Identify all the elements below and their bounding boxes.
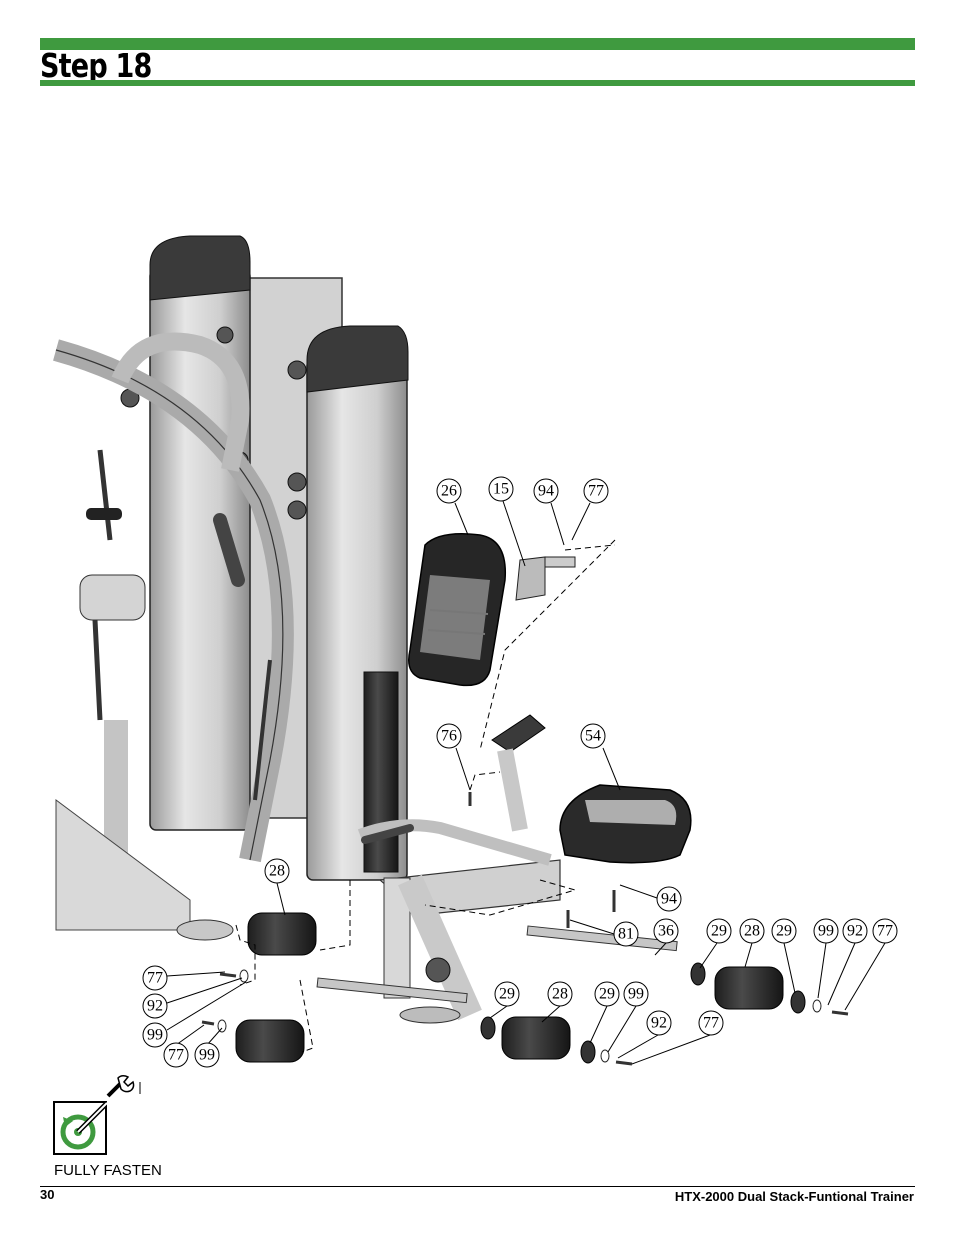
callout-36: 36 <box>653 918 679 944</box>
machine-frame <box>53 235 409 941</box>
svg-text:29: 29 <box>776 923 792 940</box>
svg-text:36: 36 <box>658 923 674 940</box>
callout-81: 81 <box>613 921 639 947</box>
svg-text:99: 99 <box>199 1047 215 1064</box>
callout-77: 77 <box>872 918 898 944</box>
svg-text:77: 77 <box>877 923 893 940</box>
foam-rollers <box>201 792 849 1066</box>
svg-text:28: 28 <box>269 863 285 880</box>
callout-54: 54 <box>580 723 606 749</box>
page-number: 30 <box>40 1187 55 1202</box>
svg-text:92: 92 <box>651 1015 667 1032</box>
svg-text:77: 77 <box>168 1047 184 1064</box>
svg-text:29: 29 <box>599 986 615 1003</box>
callout-99: 99 <box>813 918 839 944</box>
callout-99: 99 <box>194 1042 220 1068</box>
svg-text:29: 29 <box>499 986 515 1003</box>
svg-text:94: 94 <box>538 483 554 500</box>
svg-text:15: 15 <box>493 481 509 498</box>
svg-text:26: 26 <box>441 483 457 500</box>
svg-text:77: 77 <box>147 970 163 987</box>
header-bottom-bar <box>40 80 915 86</box>
svg-text:81: 81 <box>618 926 634 943</box>
wrench-tighten-icon <box>53 1101 107 1155</box>
callout-77: 77 <box>698 1010 724 1036</box>
svg-text:99: 99 <box>147 1027 163 1044</box>
callout-29: 29 <box>706 918 732 944</box>
callout-28: 28 <box>547 981 573 1007</box>
seat-frame <box>316 819 678 1024</box>
callout-92: 92 <box>842 918 868 944</box>
callout-92: 92 <box>646 1010 672 1036</box>
callout-28: 28 <box>739 918 765 944</box>
wrench-head-icon <box>106 1074 141 1098</box>
svg-text:92: 92 <box>147 998 163 1015</box>
svg-text:77: 77 <box>703 1015 719 1032</box>
svg-text:99: 99 <box>628 986 644 1003</box>
callout-77: 77 <box>583 478 609 504</box>
callout-29: 29 <box>594 981 620 1007</box>
callout-99: 99 <box>142 1022 168 1048</box>
page-title: Step 18 <box>40 46 152 85</box>
callout-94: 94 <box>533 478 559 504</box>
callout-29: 29 <box>494 981 520 1007</box>
callout-92: 92 <box>142 993 168 1019</box>
callout-77: 77 <box>142 965 168 991</box>
callout-labels: 26 15 94 77 76 54 28 94 81 36 29 28 29 9… <box>142 476 898 1068</box>
svg-text:28: 28 <box>744 923 760 940</box>
callout-94: 94 <box>656 886 682 912</box>
svg-text:28: 28 <box>552 986 568 1003</box>
svg-text:94: 94 <box>661 891 677 908</box>
footer-rule <box>40 1186 915 1187</box>
callout-77: 77 <box>163 1042 189 1068</box>
seat-pad <box>491 714 692 864</box>
assembly-guide-lines <box>235 539 616 1053</box>
callout-76: 76 <box>436 723 462 749</box>
callout-28: 28 <box>264 858 290 884</box>
svg-text:77: 77 <box>588 483 604 500</box>
callout-29: 29 <box>771 918 797 944</box>
footer-product-title: HTX-2000 Dual Stack-Funtional Trainer <box>674 1189 914 1204</box>
callout-26: 26 <box>436 478 462 504</box>
svg-text:29: 29 <box>711 923 727 940</box>
fully-fasten-label: FULLY FASTEN <box>54 1162 162 1179</box>
header-top-bar <box>40 38 915 50</box>
svg-text:92: 92 <box>847 923 863 940</box>
svg-text:54: 54 <box>585 728 601 745</box>
seat-back-pad <box>408 533 576 687</box>
callout-15: 15 <box>488 476 514 502</box>
svg-text:76: 76 <box>441 728 457 745</box>
svg-text:99: 99 <box>818 923 834 940</box>
callout-leaders <box>166 500 886 1065</box>
callout-99: 99 <box>623 981 649 1007</box>
